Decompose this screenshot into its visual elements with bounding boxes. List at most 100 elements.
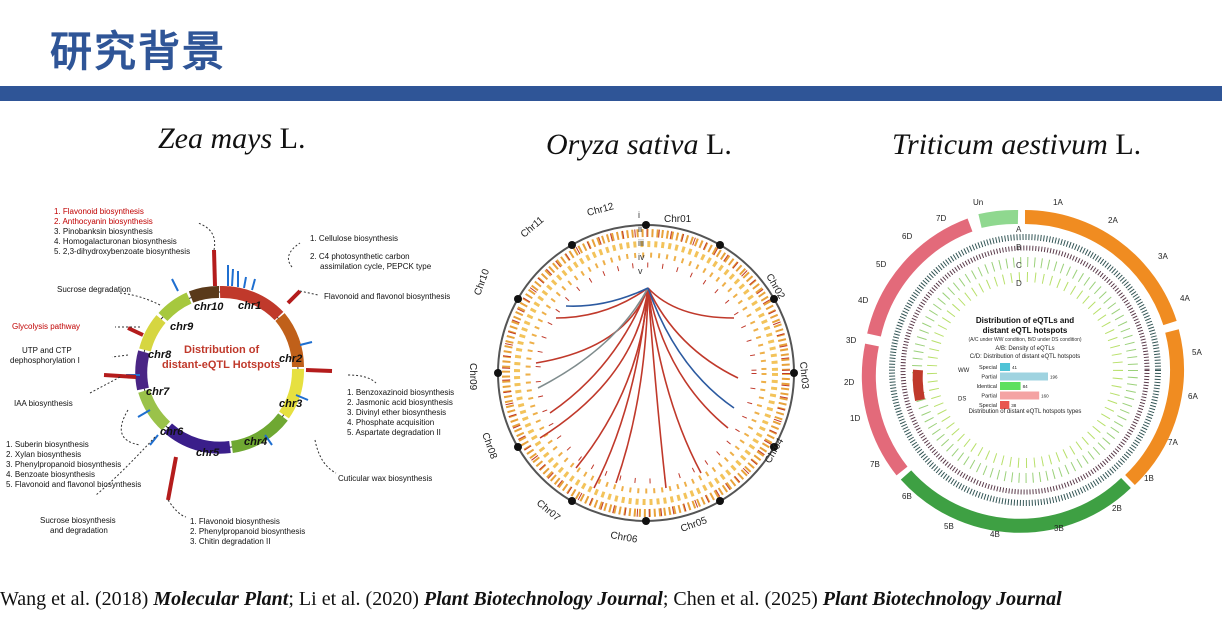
wheat-center-line2: C/D: Distribution of distant eQTL hotspo…	[970, 354, 1081, 360]
track-label: D	[1016, 279, 1022, 288]
chr-label: chr3	[279, 398, 302, 410]
wheat-bar-value: 38	[1011, 403, 1017, 408]
maize-center-title-1: Distribution of	[184, 344, 259, 356]
citation-part: Wang et al. (2018)	[0, 588, 154, 610]
chr-label: chr1	[238, 300, 261, 312]
title-divider	[0, 86, 1222, 101]
track-label: B	[1016, 243, 1021, 252]
species-genus: Triticum aestivum	[892, 128, 1108, 161]
maize-ann-right-item: 5. Aspartate degradation II	[347, 428, 441, 437]
track-label: v	[638, 266, 643, 276]
species-genus: Oryza sativa	[546, 128, 699, 161]
wheat-chr-labels: 1A 2A 3A 4A 5A 6A 7A 1B 2B 3B 4B 5B 6B 7…	[844, 198, 1202, 539]
wheat-circos-figure: 1A 2A 3A 4A 5A 6A 7A 1B 2B 3B 4B 5B 6B 7…	[844, 198, 1202, 539]
species-label-rice: Oryza sativa L.	[546, 128, 732, 162]
chr-label: chr2	[279, 353, 302, 365]
maize-ann-left-item: 5. Flavonoid and flavonol biosynthesis	[6, 480, 141, 489]
maize-circos-figure: Distribution of distant-eQTL Hotspots ch…	[6, 207, 454, 546]
maize-ann-homogalacturonan: 4. Homogalacturonan biosynthesis	[54, 237, 177, 246]
rice-chromosome-markers	[494, 221, 798, 525]
maize-ann-bottom-item: 1. Flavonoid biosynthesis	[190, 517, 280, 526]
chr-label: 1A	[1053, 198, 1063, 207]
maize-ann-anthocyanin: 2. Anthocyanin biosynthesis	[54, 217, 153, 226]
rice-circos-figure: Chr01 Chr02 Chr03 Chr04 Chr05 Chr06 Chr0…	[467, 201, 810, 546]
maize-ann-cuticular: Cuticular wax biosynthesis	[338, 474, 432, 483]
maize-ann-left-item: 3. Phenylpropanoid biosynthesis	[6, 460, 121, 469]
chr-label: 6D	[902, 232, 912, 241]
chr-label: Un	[973, 198, 983, 207]
wheat-bar-value: 196	[1050, 375, 1058, 380]
maize-ann-left-item: 4. Benzoate biosynthesis	[6, 470, 95, 479]
track-label: ii	[638, 224, 642, 234]
wheat-bar-group-label: WW	[958, 368, 970, 374]
chr-label: 7A	[1168, 438, 1178, 447]
wheat-bar-label: Partial	[981, 394, 997, 400]
maize-ann-cellulose: 1. Cellulose biosynthesis	[310, 234, 398, 243]
chr-label: 1D	[850, 414, 860, 423]
wheat-center-title-1: Distribution of eQTLs and	[976, 316, 1074, 325]
wheat-bar-value: 84	[1023, 384, 1029, 389]
chr-label: 2D	[844, 378, 854, 387]
rice-links	[535, 287, 739, 489]
wheat-bar	[1000, 401, 1010, 409]
citation-journal: Plant Biotechnology Journal	[822, 588, 1062, 610]
maize-ann-sucrose-bio-1: Sucrose biosynthesis	[40, 516, 116, 525]
chr-label: Chr08	[479, 431, 499, 461]
wheat-center-line1: A/B: Density of eQTLs	[995, 346, 1054, 352]
chr-label: 5B	[944, 522, 954, 531]
wheat-bar-label: Partial	[981, 375, 997, 381]
wheat-center-sub: (A/C under WW condition, B/D under DS co…	[968, 337, 1081, 343]
rice-track-labels: i ii iii iv v	[638, 210, 645, 276]
chr-label: 2A	[1108, 216, 1118, 225]
maize-ann-flavonol: Flavonoid and flavonol biosynthesis	[324, 292, 450, 301]
maize-ann-right-list: 1. Benzoxazinoid biosynthesis 2. Jasmoni…	[347, 388, 454, 437]
chr-label: 7D	[936, 214, 946, 223]
wheat-bar-label: Special	[979, 365, 997, 371]
chr-label: Chr07	[534, 498, 562, 524]
maize-chr-labels: chr1 chr2 chr3 chr4 chr5 chr6 chr7 chr8 …	[146, 300, 302, 459]
wheat-bar	[1000, 382, 1021, 390]
chr-label: Chr12	[586, 201, 616, 219]
citation: Wang et al. (2018) Molecular Plant; Li e…	[0, 588, 1222, 611]
maize-center-title-2: distant-eQTL Hotspots	[162, 359, 280, 371]
chr-label: chr4	[244, 436, 267, 448]
chr-label: 7B	[870, 460, 880, 469]
maize-ann-flavonoid: 1. Flavonoid biosynthesis	[54, 207, 144, 216]
chr-label: Chr11	[519, 215, 547, 241]
chr-label: chr7	[146, 386, 170, 398]
citation-journal: Molecular Plant	[153, 588, 289, 610]
wheat-bar-label: Special	[979, 403, 997, 409]
chr-label: 3B	[1054, 524, 1064, 533]
chr-label: chr6	[160, 426, 184, 438]
track-label: i	[638, 210, 640, 220]
wheat-bar-footer: Distribution of distant eQTL hotspots ty…	[969, 409, 1082, 415]
chr-label: 6B	[902, 492, 912, 501]
maize-ann-dihydroxybenzoate: 5. 2,3-dihydroxybenzoate biosynthesis	[54, 247, 190, 256]
track-label: A	[1016, 225, 1022, 234]
chr-label: chr8	[148, 349, 172, 361]
maize-ann-glycolysis: Glycolysis pathway	[12, 322, 80, 331]
maize-ann-iaa: IAA biosynthesis	[14, 399, 73, 408]
maize-ann-c4-2: assimilation cycle, PEPCK type	[320, 262, 432, 271]
track-label: iv	[638, 252, 645, 262]
maize-ann-pinobanksin: 3. Pinobanksin biosynthesis	[54, 227, 153, 236]
maize-ann-bottom-list: 1. Flavonoid biosynthesis 2. Phenylpropa…	[190, 517, 305, 546]
maize-ann-bottom-item: 3. Chitin degradation II	[190, 537, 271, 546]
chr-label: Chr03	[797, 361, 810, 390]
chr-label: 6A	[1188, 392, 1198, 401]
species-label-wheat: Triticum aestivum L.	[892, 128, 1141, 162]
species-author: L.	[279, 122, 306, 155]
track-label: C	[1016, 261, 1022, 270]
maize-ann-sucrose-bio-2: and degradation	[50, 526, 108, 535]
species-author: L.	[706, 128, 732, 161]
chr-label: Chr10	[472, 267, 492, 297]
maize-ring	[103, 249, 333, 501]
citation-part: ; Chen et al. (2025)	[662, 588, 823, 610]
species-author: L.	[1115, 128, 1142, 161]
wheat-bar	[1000, 372, 1048, 381]
wheat-center-title-2: distant eQTL hotspots	[983, 326, 1068, 335]
maize-ann-right-item: 4. Phosphate acquisition	[347, 418, 434, 427]
chr-label: 5A	[1192, 348, 1202, 357]
wheat-bar-value: 41	[1012, 365, 1018, 370]
